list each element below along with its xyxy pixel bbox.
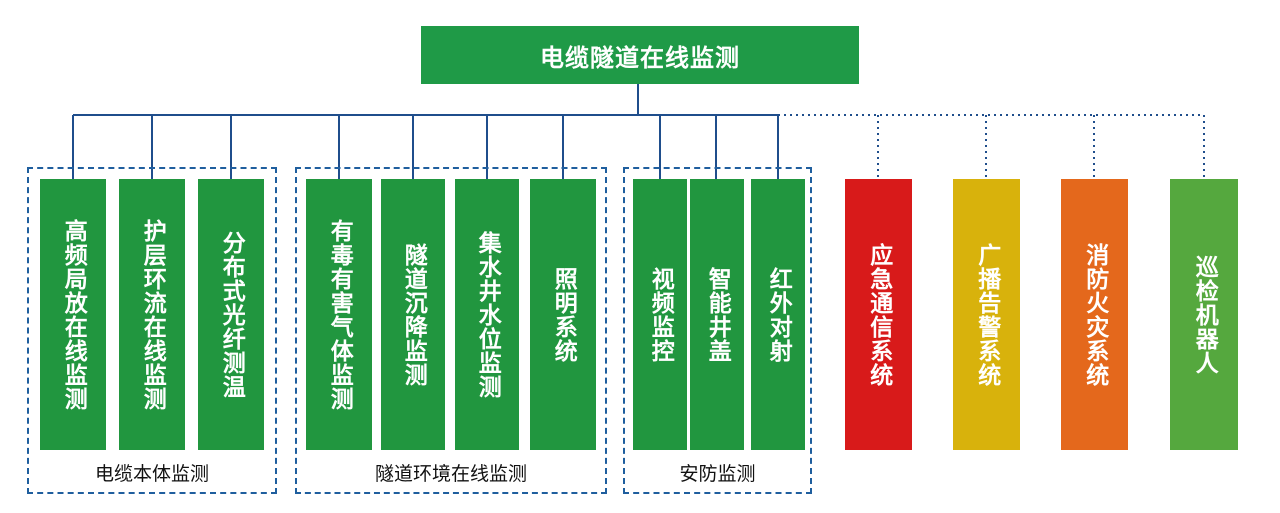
group-label-security: 安防监测 [679, 463, 756, 485]
node-smart-manhole: 智能井盖 [690, 179, 744, 450]
node-tunnel-settlement: 隧道沉降监测 [381, 179, 445, 450]
group-label-tunnel-env: 隧道环境在线监测 [374, 463, 527, 485]
node-infrared-beam: 红外对射 [751, 179, 805, 450]
node-toxic-gas: 有毒有害气体监测 [306, 179, 372, 450]
node-sheath-current: 护层环流在线监测 [119, 179, 185, 450]
group-frame-tunnel-env [295, 167, 607, 494]
node-sump-water-level: 集水井水位监测 [455, 179, 519, 450]
node-lighting-system: 照明系统 [530, 179, 596, 450]
group-frame-cable-body [27, 167, 277, 494]
node-emergency-communication: 应急通信系统 [845, 179, 912, 450]
node-fire-system: 消防火灾系统 [1061, 179, 1128, 450]
node-broadcast-alarm: 广播告警系统 [953, 179, 1020, 450]
root-node: 电缆隧道在线监测 [421, 26, 859, 84]
group-frame-security [623, 167, 812, 494]
node-video-surveillance: 视频监控 [633, 179, 687, 450]
node-fiber-temperature: 分布式光纤测温 [198, 179, 264, 450]
group-label-cable-body: 电缆本体监测 [94, 463, 209, 485]
node-hf-partial-discharge: 高频局放在线监测 [40, 179, 106, 450]
node-inspection-robot: 巡检机器人 [1170, 179, 1238, 450]
